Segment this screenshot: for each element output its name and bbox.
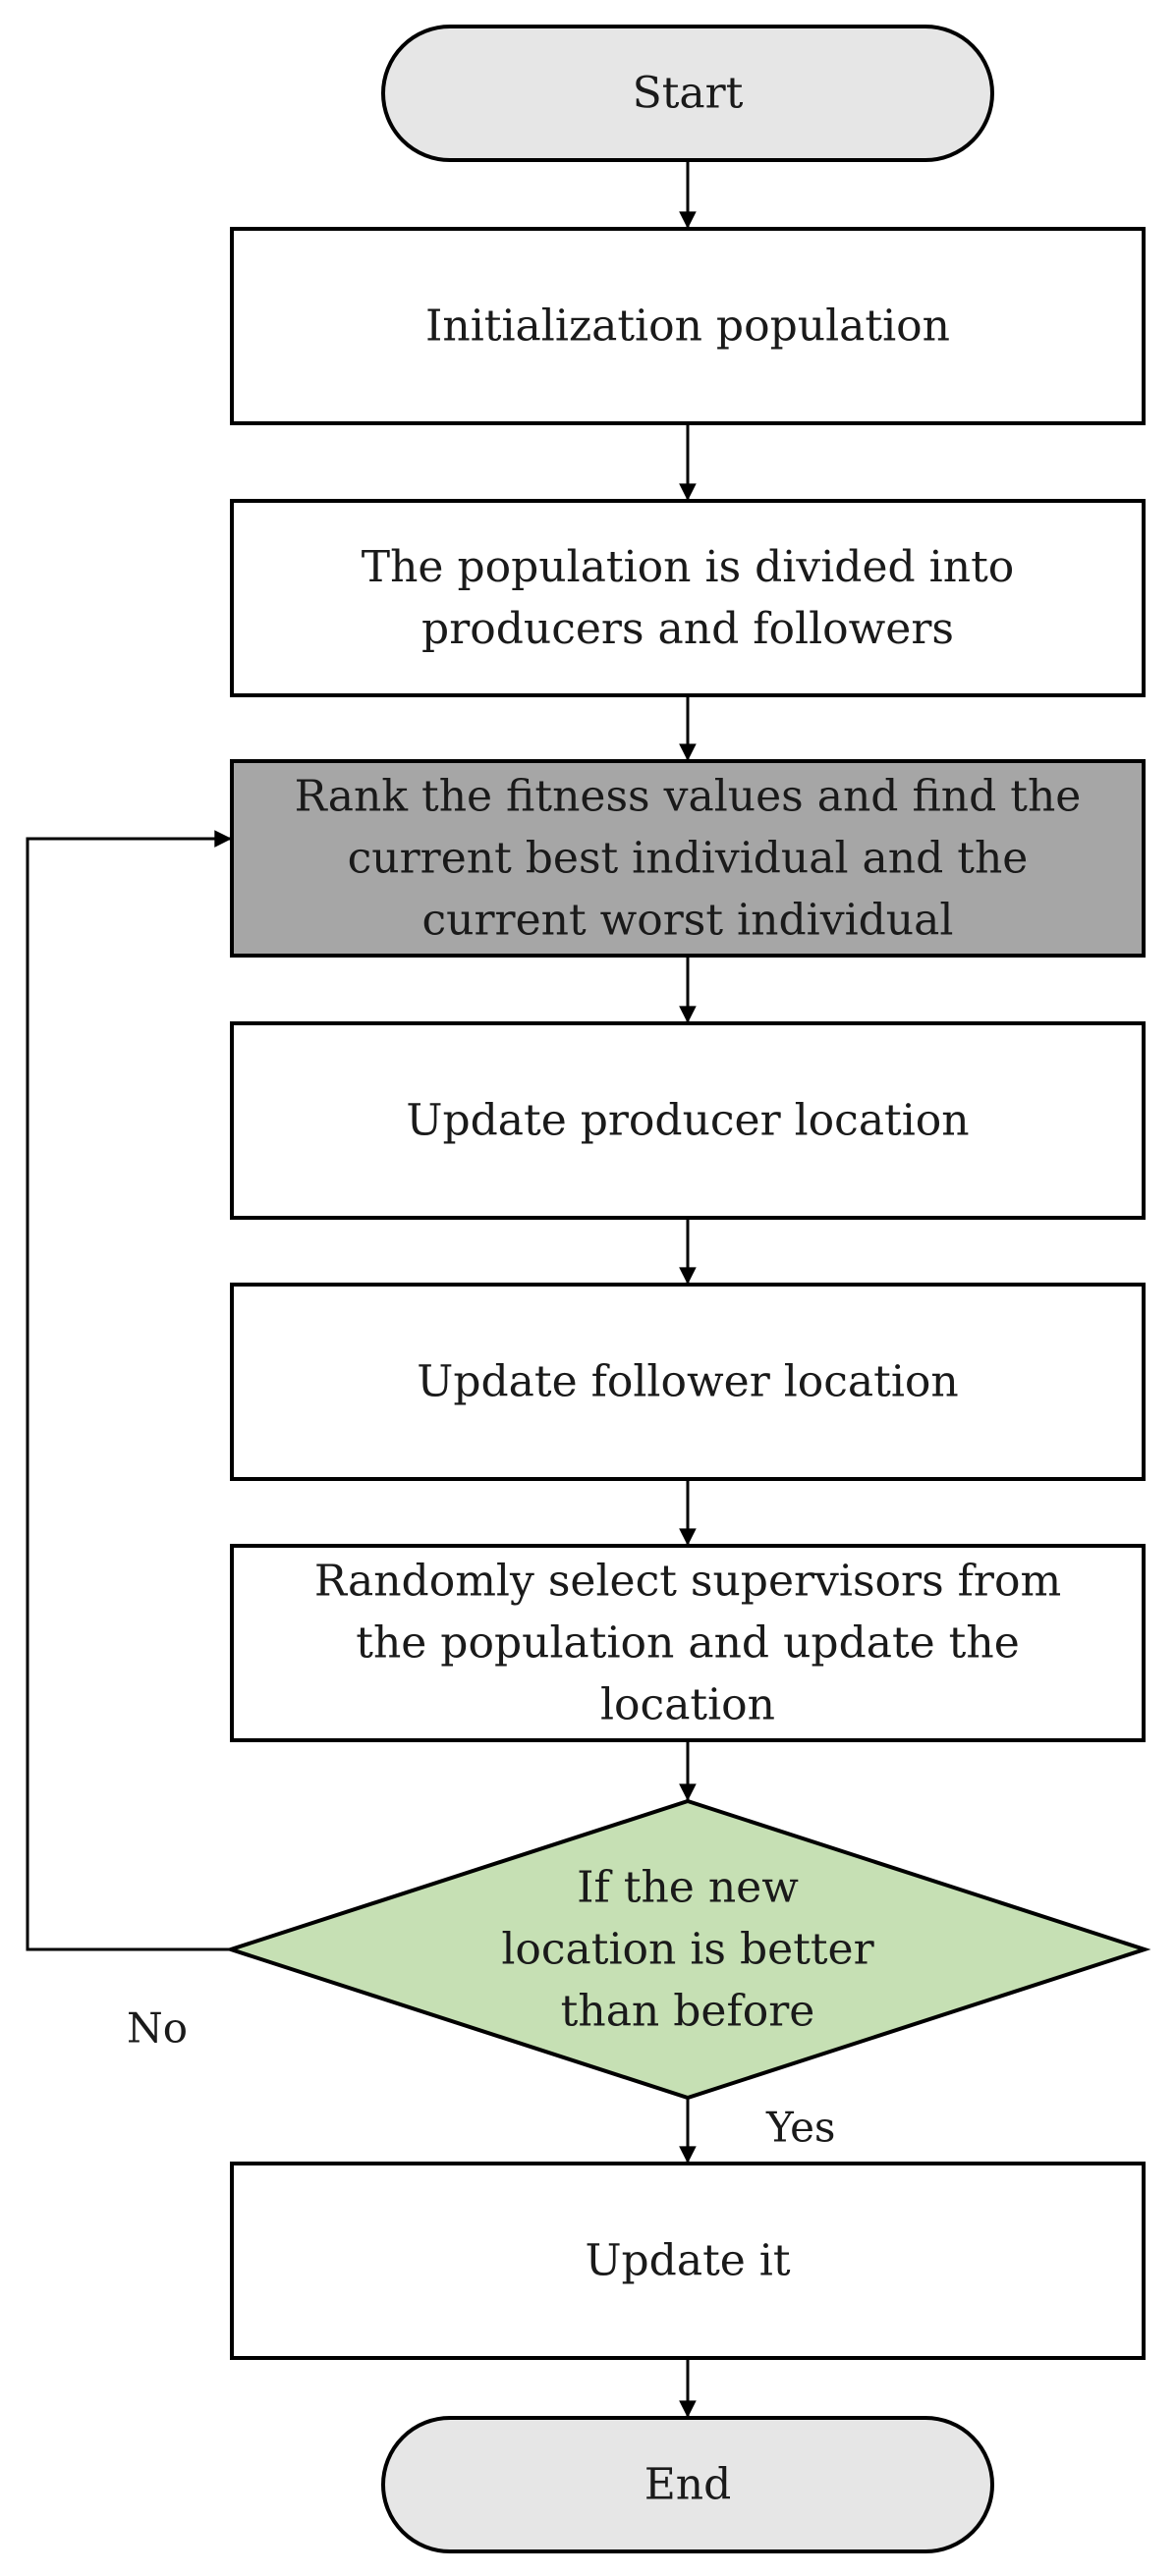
node-supervisor: Randomly select supervisors from the popu… xyxy=(230,1544,1146,1742)
node-text-line: If the new xyxy=(577,1863,799,1913)
node-start: Start xyxy=(381,25,994,162)
node-divide: The population is divided into producers … xyxy=(230,499,1146,697)
node-decision: If the new location is better than before xyxy=(224,1798,1151,2101)
process-box xyxy=(230,2162,1146,2360)
process-box xyxy=(230,1544,1146,1742)
process-box xyxy=(230,1283,1146,1481)
edges-layer xyxy=(26,160,697,2418)
node-text-line: Update follower location xyxy=(417,1357,959,1407)
node-text-line: Start xyxy=(633,69,744,119)
node-text-line: Update producer location xyxy=(406,1096,969,1146)
terminator-shape xyxy=(381,25,994,162)
node-follower: Update follower location xyxy=(230,1283,1146,1481)
node-text-line: location xyxy=(600,1680,775,1730)
decision-diamond xyxy=(224,1798,1151,2101)
node-text-line: End xyxy=(644,2460,732,2510)
node-text-line: Randomly select supervisors from xyxy=(314,1557,1061,1607)
node-text-line: Rank the fitness values and find the xyxy=(295,772,1082,822)
node-text-line: than before xyxy=(561,1987,815,2037)
node-text-line: the population and update the xyxy=(356,1618,1019,1669)
process-box xyxy=(230,759,1146,958)
process-box xyxy=(230,499,1146,697)
node-text-line: Initialization population xyxy=(425,301,950,352)
edge-label-no: No xyxy=(127,2004,188,2053)
node-rank: Rank the fitness values and find the curr… xyxy=(230,759,1146,958)
terminator-shape xyxy=(381,2416,994,2553)
node-producer: Update producer location xyxy=(230,1021,1146,1220)
process-box xyxy=(230,227,1146,425)
node-text-line: current best individual and the xyxy=(348,834,1029,884)
edge-decision-to-rank xyxy=(26,830,232,1951)
node-text-line: The population is divided into xyxy=(362,542,1015,592)
process-box xyxy=(230,1021,1146,1220)
node-text-line: location is better xyxy=(501,1925,874,1975)
node-text-line: current worst individual xyxy=(422,896,954,946)
edge-labels-layer: Yes No xyxy=(127,2004,836,2152)
node-update: Update it xyxy=(230,2162,1146,2360)
node-text-line: Update it xyxy=(585,2236,790,2286)
node-end: End xyxy=(381,2416,994,2553)
edge-label-yes: Yes xyxy=(765,2104,836,2152)
node-init: Initialization population xyxy=(230,227,1146,425)
node-text-line: producers and followers xyxy=(421,604,954,654)
